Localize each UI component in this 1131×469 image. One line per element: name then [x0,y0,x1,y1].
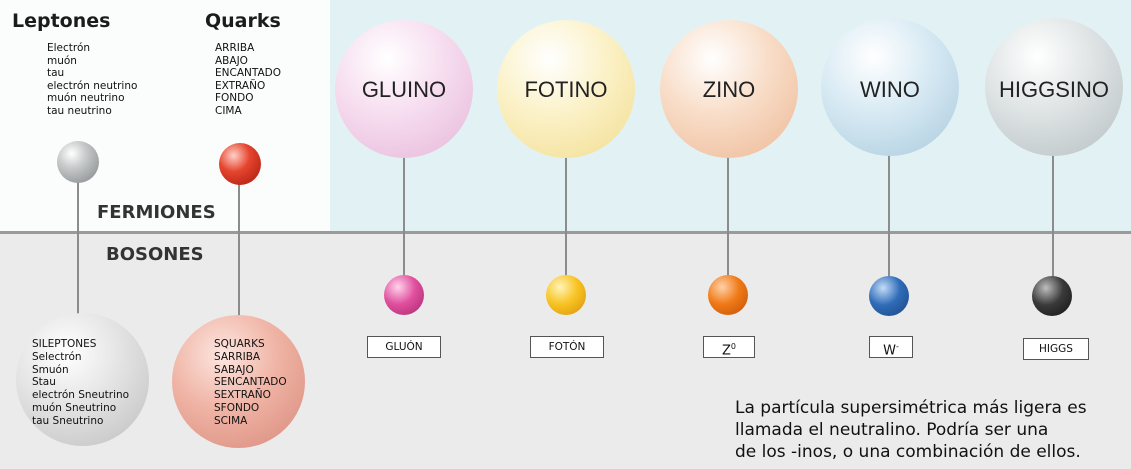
sleptons-list: SILEPTONES Selectrón Smuón Stau electrón… [32,338,129,428]
note-line: de los -inos, o una combinación de ellos… [735,442,1081,462]
slepton-item: Selectrón [32,350,82,363]
squark-item: SCIMA [214,414,248,427]
lepton-item: muón [47,54,77,67]
squark-item: SFONDO [214,401,260,414]
slepton-item: tau Sneutrino [32,414,104,427]
leptons-list: Electrón muón tau electrón neutrino muón… [47,42,137,117]
gluino-connector-line [403,150,405,285]
wino-sphere [821,18,959,156]
slepton-item: SILEPTONES [32,338,97,350]
higgs-sphere [1032,276,1072,316]
higgsino-connector-line [1052,150,1054,285]
lepton-sphere [57,141,99,183]
quark-item: CIMA [215,104,242,117]
fermions-list-area [0,0,330,232]
squark-item: SABAJO [214,363,254,376]
photon-sphere [546,275,586,315]
z-boson-sphere [708,275,748,315]
z-boson-superscript: 0 [730,342,736,351]
w-boson-superscript: - [895,342,899,351]
slepton-item: Smuón [32,363,69,376]
slepton-item: muón Sneutrino [32,401,117,414]
lepton-connector-line [77,180,79,330]
gluon-tag: GLUÓN [367,336,441,358]
fotino-sphere [497,20,635,158]
fotino-label: FOTINO [524,77,608,102]
higgsino-sphere [985,18,1123,156]
squark-sphere [172,315,305,448]
zino-sphere [660,20,798,158]
quarks-list: ARRIBA ABAJO ENCANTADO EXTRAÑO FONDO CIM… [215,42,281,117]
quark-item: ABAJO [215,54,248,67]
quark-sphere [219,143,261,185]
squarks-list: SQUARKS SARRIBA SABAJO SENCANTADO SEXTRA… [214,338,287,428]
quarks-title: Quarks [205,10,281,32]
slepton-item: electrón Sneutrino [32,389,130,402]
squark-item: SENCANTADO [214,376,287,389]
slepton-item: Stau [32,376,56,389]
lepton-item: tau [47,67,65,79]
slepton-sphere [16,313,149,446]
w-boson-tag: W- [869,336,913,358]
lepton-item: electrón neutrino [47,79,138,92]
squark-item: SEXTRAÑO [214,389,271,402]
fotino-connector-line [565,150,567,285]
gluino-sphere [335,20,473,158]
z-boson-tag: Z0 [703,336,755,358]
lepton-item: tau neutrino [47,104,112,117]
quark-connector-line [238,180,240,320]
fermions-label: FERMIONES [97,202,216,223]
note-line: La partícula supersimétrica más ligera e… [735,398,1087,418]
photon-tag: FOTÓN [530,336,604,358]
higgsino-label: HIGGSINO [998,77,1109,102]
quark-item: FONDO [215,92,254,104]
leptons-title: Leptones [12,10,111,32]
w-boson-symbol: W [883,343,896,359]
lepton-item: muón neutrino [47,92,125,104]
higgs-tag: HIGGS [1023,338,1089,360]
gluon-sphere [384,275,424,315]
w-boson-sphere [869,276,909,316]
quark-item: ARRIBA [215,42,255,54]
neutralino-note: La partícula supersimétrica más ligera e… [735,397,1127,463]
bosons-label: BOSONES [106,244,204,265]
wino-connector-line [888,150,890,285]
zino-label: ZINO [702,77,756,102]
note-line: llamada el neutralino. Podría ser una [735,420,1049,440]
squark-item: SARRIBA [214,350,261,363]
wino-label: WINO [860,77,920,102]
z-boson-symbol: Z [722,343,731,359]
gluino-label: GLUINO [361,77,447,102]
squark-item: SQUARKS [214,338,265,350]
quark-item: EXTRAÑO [215,79,266,92]
zino-connector-line [727,150,729,285]
lepton-item: Electrón [47,42,91,54]
quark-item: ENCANTADO [215,67,281,79]
